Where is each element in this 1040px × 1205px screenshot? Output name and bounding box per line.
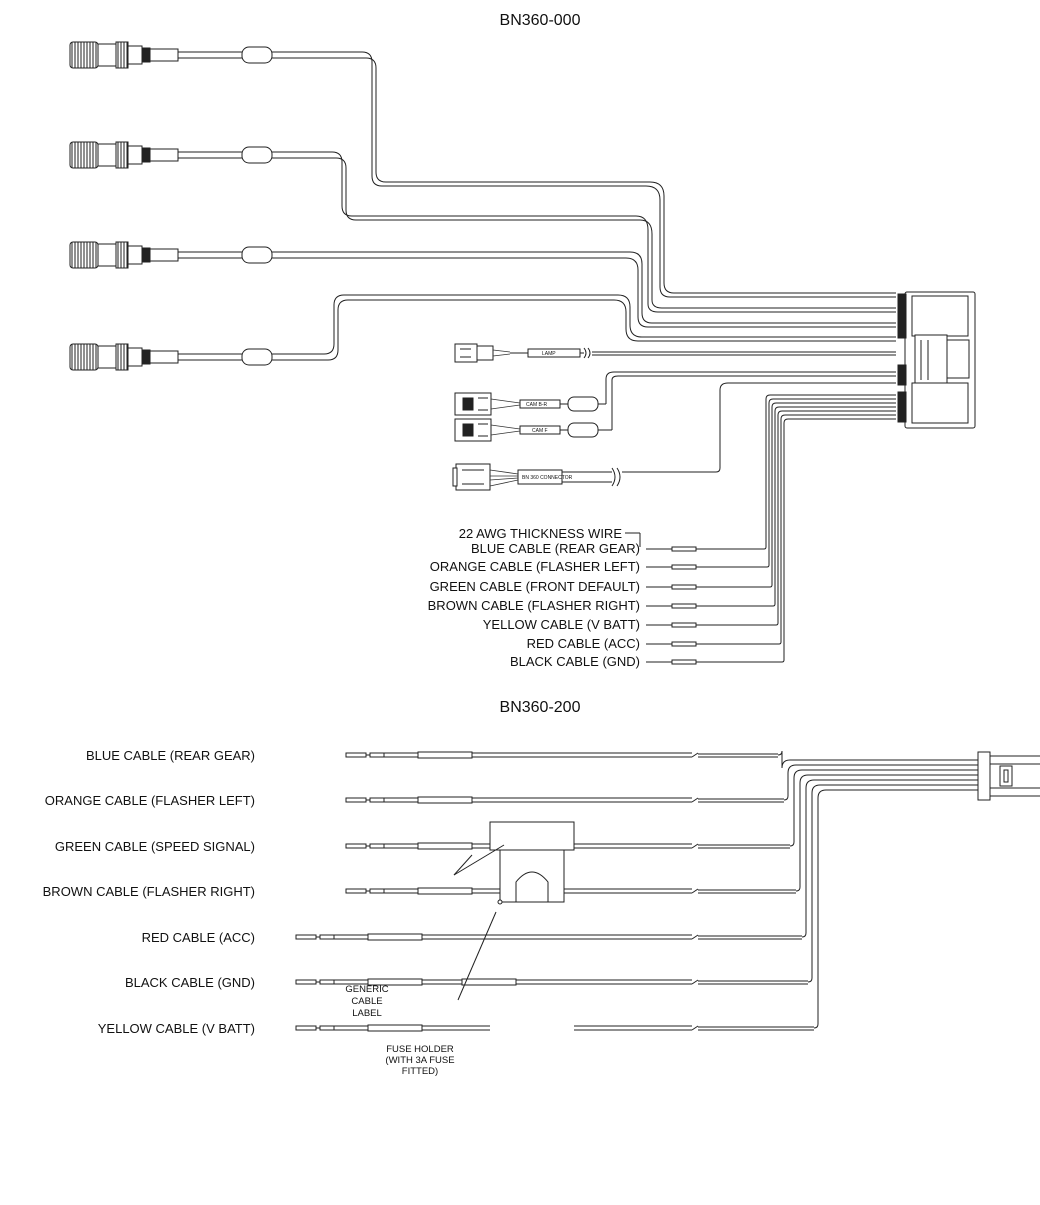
- loose-wire: [646, 406, 896, 609]
- bn360-tag: BN 360 CONNECTOR: [522, 475, 573, 481]
- bottom-wire: [345, 769, 978, 850]
- cam-br-tag: CAM B-R: [526, 402, 548, 408]
- bottom-wire: [345, 774, 978, 895]
- camera-connector: [69, 241, 285, 269]
- top-wire-label: GREEN CABLE (FRONT DEFAULT): [430, 579, 640, 594]
- top-wire-label: BROWN CABLE (FLASHER RIGHT): [428, 598, 640, 613]
- cam-f-connector: CAM F: [454, 418, 612, 442]
- camera-harness-wires: [285, 51, 896, 361]
- bn360-connector: BN 360 CONNECTOR: [452, 463, 621, 491]
- svg-text:LABEL: LABEL: [352, 1008, 382, 1019]
- lamp-connector: LAMP: [454, 343, 591, 363]
- svg-text:FUSE HOLDER: FUSE HOLDER: [386, 1044, 454, 1055]
- bottom-wire-label: YELLOW CABLE (V BATT): [98, 1021, 255, 1036]
- fuse-holder-callout: FUSE HOLDER (WITH 3A FUSE FITTED): [385, 1044, 454, 1077]
- camera-connector: [69, 343, 285, 371]
- bottom-wire-label: BROWN CABLE (FLASHER RIGHT): [43, 884, 255, 899]
- svg-text:(WITH 3A FUSE: (WITH 3A FUSE: [385, 1055, 454, 1066]
- top-harness-title: BN360-000: [500, 12, 581, 29]
- bottom-wire-label: ORANGE CABLE (FLASHER LEFT): [45, 793, 255, 808]
- loose-wire: [646, 402, 896, 590]
- fuse-holder: [489, 821, 575, 905]
- top-wire-labels: BLUE CABLE (REAR GEAR) ORANGE CABLE (FLAS…: [428, 541, 640, 669]
- bottom-wire: [345, 750, 978, 769]
- main-harness-connector: [897, 291, 976, 429]
- svg-text:GENERIC: GENERIC: [345, 984, 388, 995]
- loose-wire: [646, 394, 896, 552]
- svg-text:CABLE: CABLE: [351, 996, 382, 1007]
- top-wire-label: YELLOW CABLE (V BATT): [483, 617, 640, 632]
- bottom-wire: [345, 764, 978, 804]
- cam-br-connector: CAM B-R: [454, 392, 606, 416]
- bottom-wire-label: GREEN CABLE (SPEED SIGNAL): [55, 839, 255, 854]
- bottom-wire-label: BLACK CABLE (GND): [125, 975, 255, 990]
- bottom-wire-label: RED CABLE (ACC): [142, 930, 255, 945]
- bottom-wire: [295, 784, 978, 986]
- bottom-harness-wires: [295, 750, 978, 1032]
- bottom-wire-label: BLUE CABLE (REAR GEAR): [86, 748, 255, 763]
- top-wire-label: BLUE CABLE (REAR GEAR): [471, 541, 640, 556]
- top-wire-label: BLACK CABLE (GND): [510, 654, 640, 669]
- loose-wires-bundle: [646, 394, 896, 665]
- bottom-harness-title: BN360-200: [500, 699, 581, 716]
- camera-connector: [69, 41, 285, 69]
- top-wire-label: ORANGE CABLE (FLASHER LEFT): [430, 559, 640, 574]
- loose-wire: [646, 418, 896, 665]
- bottom-wire: [295, 789, 978, 1032]
- loose-wire: [646, 398, 896, 570]
- awg-note: 22 AWG THICKNESS WIRE: [459, 526, 623, 541]
- loose-wire: [646, 410, 896, 628]
- fuse-holder-leader: [457, 911, 497, 1001]
- camera-connectors: [69, 41, 285, 371]
- bottom-end-connector: [977, 751, 1040, 801]
- loose-wire: [646, 414, 896, 647]
- lamp-tag: LAMP: [542, 351, 556, 357]
- camera-connector: [69, 141, 285, 169]
- svg-text:FITTED): FITTED): [402, 1066, 438, 1077]
- generic-cable-label-callout: GENERIC CABLE LABEL: [345, 984, 388, 1019]
- cam-f-tag: CAM F: [532, 428, 548, 434]
- top-wire-label: RED CABLE (ACC): [527, 636, 640, 651]
- bottom-wire-labels: BLUE CABLE (REAR GEAR) ORANGE CABLE (FLAS…: [43, 748, 255, 1036]
- generic-label-leader: [453, 844, 505, 876]
- bottom-wire: [295, 779, 978, 941]
